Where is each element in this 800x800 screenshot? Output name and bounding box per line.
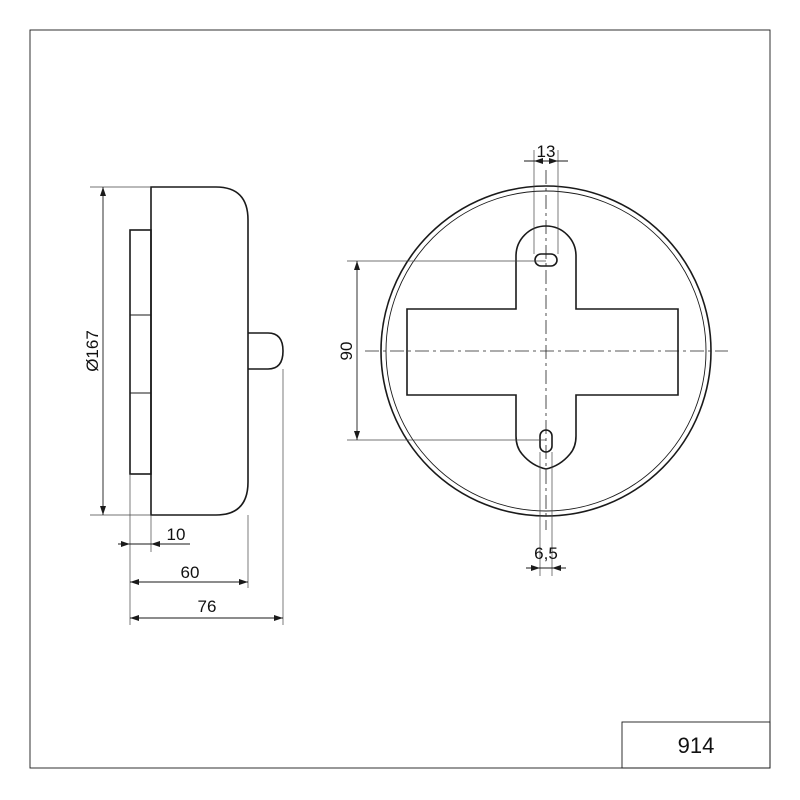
body-depth-label: 60	[181, 563, 200, 582]
hole-spacing-label: 90	[337, 342, 356, 361]
title-block-box	[621, 721, 771, 769]
title-block: 914	[621, 721, 771, 769]
side-body-outline	[150, 186, 249, 516]
arrow-icon	[151, 541, 160, 547]
drawing-number: 914	[678, 733, 715, 758]
slot-width-label: 13	[537, 142, 556, 161]
side-view: Ø167 10 60 76	[83, 186, 284, 625]
side-knob	[248, 332, 284, 370]
cross-mounting-plate	[406, 225, 679, 470]
upper-slot	[534, 253, 558, 267]
diameter-label: Ø167	[83, 330, 102, 372]
arrow-icon	[534, 158, 543, 164]
arrow-icon	[130, 579, 139, 585]
arrow-icon	[354, 431, 360, 440]
arrow-icon	[100, 187, 106, 196]
slot-height-label: 6,5	[534, 544, 558, 563]
arrow-icon	[100, 506, 106, 515]
total-depth-label: 76	[198, 597, 217, 616]
arrow-icon	[239, 579, 248, 585]
arrow-icon	[121, 541, 130, 547]
arrow-icon	[552, 565, 561, 571]
arrow-icon	[549, 158, 558, 164]
drawing-frame	[29, 29, 771, 769]
front-view: 13 90 6,5	[337, 142, 728, 576]
arrow-icon	[531, 565, 540, 571]
arrow-icon	[354, 261, 360, 270]
arrow-icon	[130, 615, 139, 621]
side-base-plate	[129, 229, 152, 475]
base-thickness-label: 10	[167, 525, 186, 544]
lower-slot	[539, 429, 553, 453]
arrow-icon	[274, 615, 283, 621]
